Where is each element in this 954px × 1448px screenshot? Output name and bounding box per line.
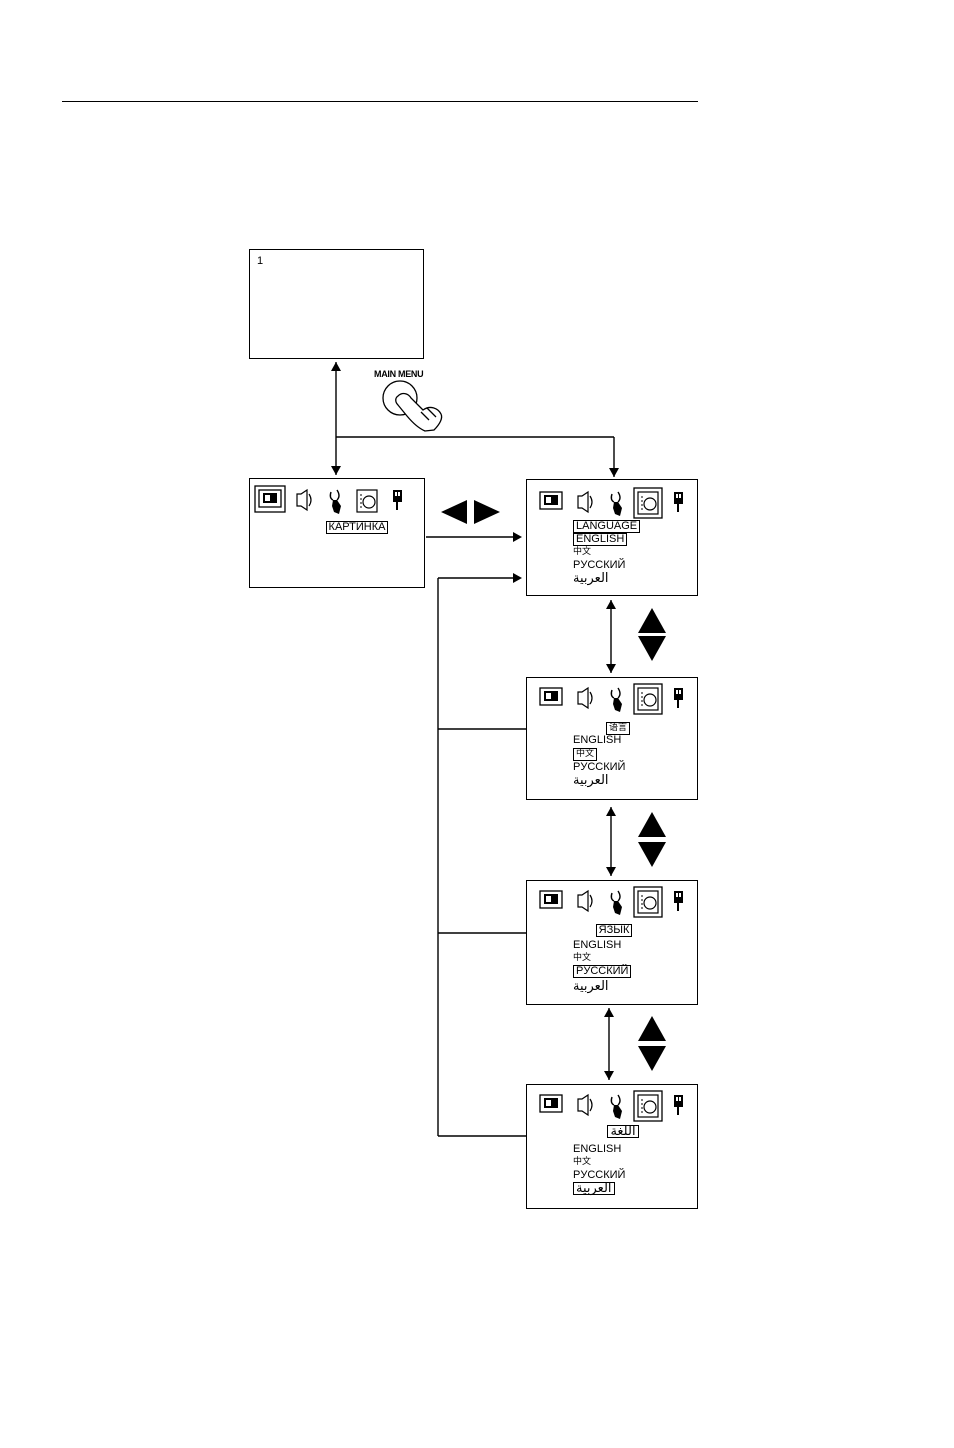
menu-icon-row [255, 486, 402, 514]
down-arrow-icon [638, 842, 666, 867]
power-plug-icon [393, 490, 402, 510]
right-arrow-icon [474, 500, 500, 524]
arrowhead [604, 1071, 614, 1080]
function-icon [611, 891, 622, 915]
language-icon [638, 891, 658, 913]
picture-icon [540, 891, 562, 908]
down-arrow-icon [638, 1046, 666, 1071]
arrowhead [606, 600, 616, 609]
function-icon [611, 688, 622, 712]
arrowhead [513, 532, 522, 542]
sound-icon [578, 1095, 592, 1115]
arrowhead [331, 362, 341, 371]
language-icon [638, 1095, 658, 1117]
arrowhead [604, 1008, 614, 1017]
picture-icon [259, 490, 281, 507]
arrowhead [609, 468, 619, 477]
function-icon [611, 1095, 622, 1119]
up-arrow-icon [638, 608, 666, 633]
picture-icon [540, 492, 562, 509]
up-arrow-icon [638, 1016, 666, 1041]
up-arrow-icon [638, 812, 666, 837]
menu-icon-row [540, 1091, 683, 1121]
arrowhead [606, 664, 616, 673]
function-icon [611, 492, 622, 516]
sound-icon [578, 492, 592, 512]
language-icon [357, 490, 377, 512]
left-arrow-icon [441, 500, 467, 524]
sound-icon [578, 891, 592, 911]
menu-icon-row [540, 488, 683, 518]
language-icon [638, 492, 658, 514]
picture-icon [540, 688, 562, 705]
power-plug-icon [674, 492, 683, 512]
function-icon [330, 490, 341, 514]
picture-icon [540, 1095, 562, 1112]
language-icon [638, 688, 658, 710]
arrowhead [513, 573, 522, 583]
arrowhead [331, 466, 341, 475]
menu-icon-row [540, 887, 683, 917]
sound-icon [578, 688, 592, 708]
arrowhead [606, 807, 616, 816]
power-plug-icon [674, 1095, 683, 1115]
sound-icon [297, 490, 311, 510]
power-plug-icon [674, 891, 683, 911]
down-arrow-icon [638, 636, 666, 661]
power-plug-icon [674, 688, 683, 708]
arrowhead [606, 867, 616, 876]
menu-icon-row [540, 684, 683, 714]
